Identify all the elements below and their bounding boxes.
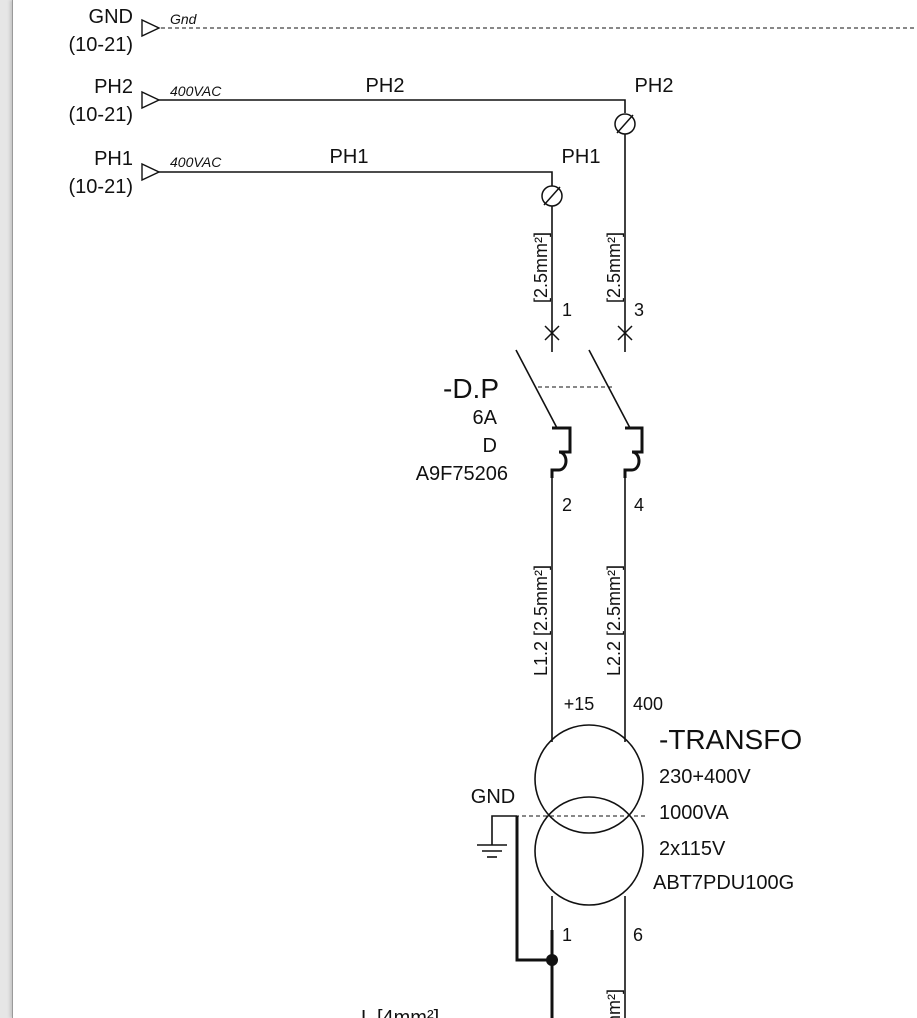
- breaker-contact-cross-1-icon: [544, 325, 560, 341]
- breaker-dp: -D.P 6A D A9F75206: [416, 349, 644, 485]
- wire-bottom-left-label: L [4mm²]: [361, 1007, 439, 1018]
- terminal-ph2-label: PH2: [635, 75, 674, 97]
- breaker-trip-coil-1-icon: [550, 426, 572, 478]
- breaker-part: A9F75206: [416, 463, 508, 485]
- ground-icon: [477, 815, 517, 858]
- breaker-contact-cross-3-icon: [617, 325, 633, 341]
- breaker-trip-coil-2-icon: [623, 426, 644, 478]
- transfo-pin-1: 1: [562, 925, 572, 945]
- transfo-pin-plus15: +15: [564, 694, 595, 714]
- wire-1-label: [2.5mm²]: [531, 232, 551, 303]
- breaker-pin-3: 3: [634, 300, 644, 320]
- source-ph2-ref: (10-21): [69, 104, 133, 126]
- breaker-pin-2: 2: [562, 495, 572, 515]
- ph2-wire-label: PH2: [366, 75, 405, 97]
- transfo-pin-6: 6: [633, 925, 643, 945]
- transfo-ref: -TRANSFO: [659, 724, 802, 755]
- schematic-diagram: GND (10-21) Gnd PH2 (10-21) 400VAC PH2 P…: [69, 6, 917, 1018]
- terminal-ph1-label: PH1: [562, 146, 601, 168]
- breaker-switch-blade-1: [515, 349, 558, 429]
- source-gnd-name: GND: [89, 6, 133, 28]
- source-ph2-signal: 400VAC: [170, 83, 222, 99]
- source-ph1-ref: (10-21): [69, 176, 133, 198]
- breaker-switch-blade-2: [588, 349, 631, 429]
- source-ph2: PH2 (10-21) 400VAC PH2: [69, 75, 626, 126]
- transfo-secondary: 2x115V: [659, 838, 726, 860]
- source-gnd-ref: (10-21): [69, 34, 133, 56]
- junction-dot-icon: [546, 954, 558, 966]
- schematic-sheet: GND (10-21) Gnd PH2 (10-21) 400VAC PH2 P…: [12, 0, 917, 1018]
- ph1-wire: [159, 171, 553, 186]
- source-ph1-name: PH1: [94, 148, 133, 170]
- source-ph1-signal: 400VAC: [170, 154, 222, 170]
- breaker-pin-4: 4: [634, 495, 644, 515]
- source-gnd: GND (10-21) Gnd: [69, 6, 917, 56]
- transfo-pin-400: 400: [633, 694, 663, 714]
- transfo-gnd-label: GND: [471, 786, 515, 808]
- wire-3-label: [2.5mm²]: [604, 232, 624, 303]
- source-gnd-signal: Gnd: [170, 11, 198, 27]
- transfo-primary: 230+400V: [659, 766, 751, 788]
- ph1-wire-label: PH1: [330, 146, 369, 168]
- transformer-symbol-icon: [534, 724, 644, 906]
- wire-bottom-right-label: [2.5mm²]: [604, 989, 624, 1018]
- breaker-pin-1: 1: [562, 300, 572, 320]
- transfo-power: 1000VA: [659, 802, 729, 824]
- source-ph1: PH1 (10-21) 400VAC PH1: [69, 146, 553, 198]
- terminal-ph2-icon: [614, 113, 636, 135]
- breaker-rating: 6A: [473, 407, 498, 429]
- gnd-arrow-icon: [141, 18, 161, 38]
- terminal-ph1-icon: [541, 185, 563, 207]
- breaker-ref: -D.P: [443, 373, 499, 404]
- transfo-part: ABT7PDU100G: [653, 872, 794, 894]
- gnd-bond-wire: [515, 816, 552, 962]
- wire-4-label: L2.2 [2.5mm²]: [604, 565, 624, 676]
- ph2-arrow-icon: [141, 90, 161, 110]
- wire-2-label: L1.2 [2.5mm²]: [531, 565, 551, 676]
- breaker-curve: D: [483, 435, 497, 457]
- source-ph2-name: PH2: [94, 76, 133, 98]
- ph2-wire: [159, 99, 626, 113]
- ph1-arrow-icon: [141, 162, 161, 182]
